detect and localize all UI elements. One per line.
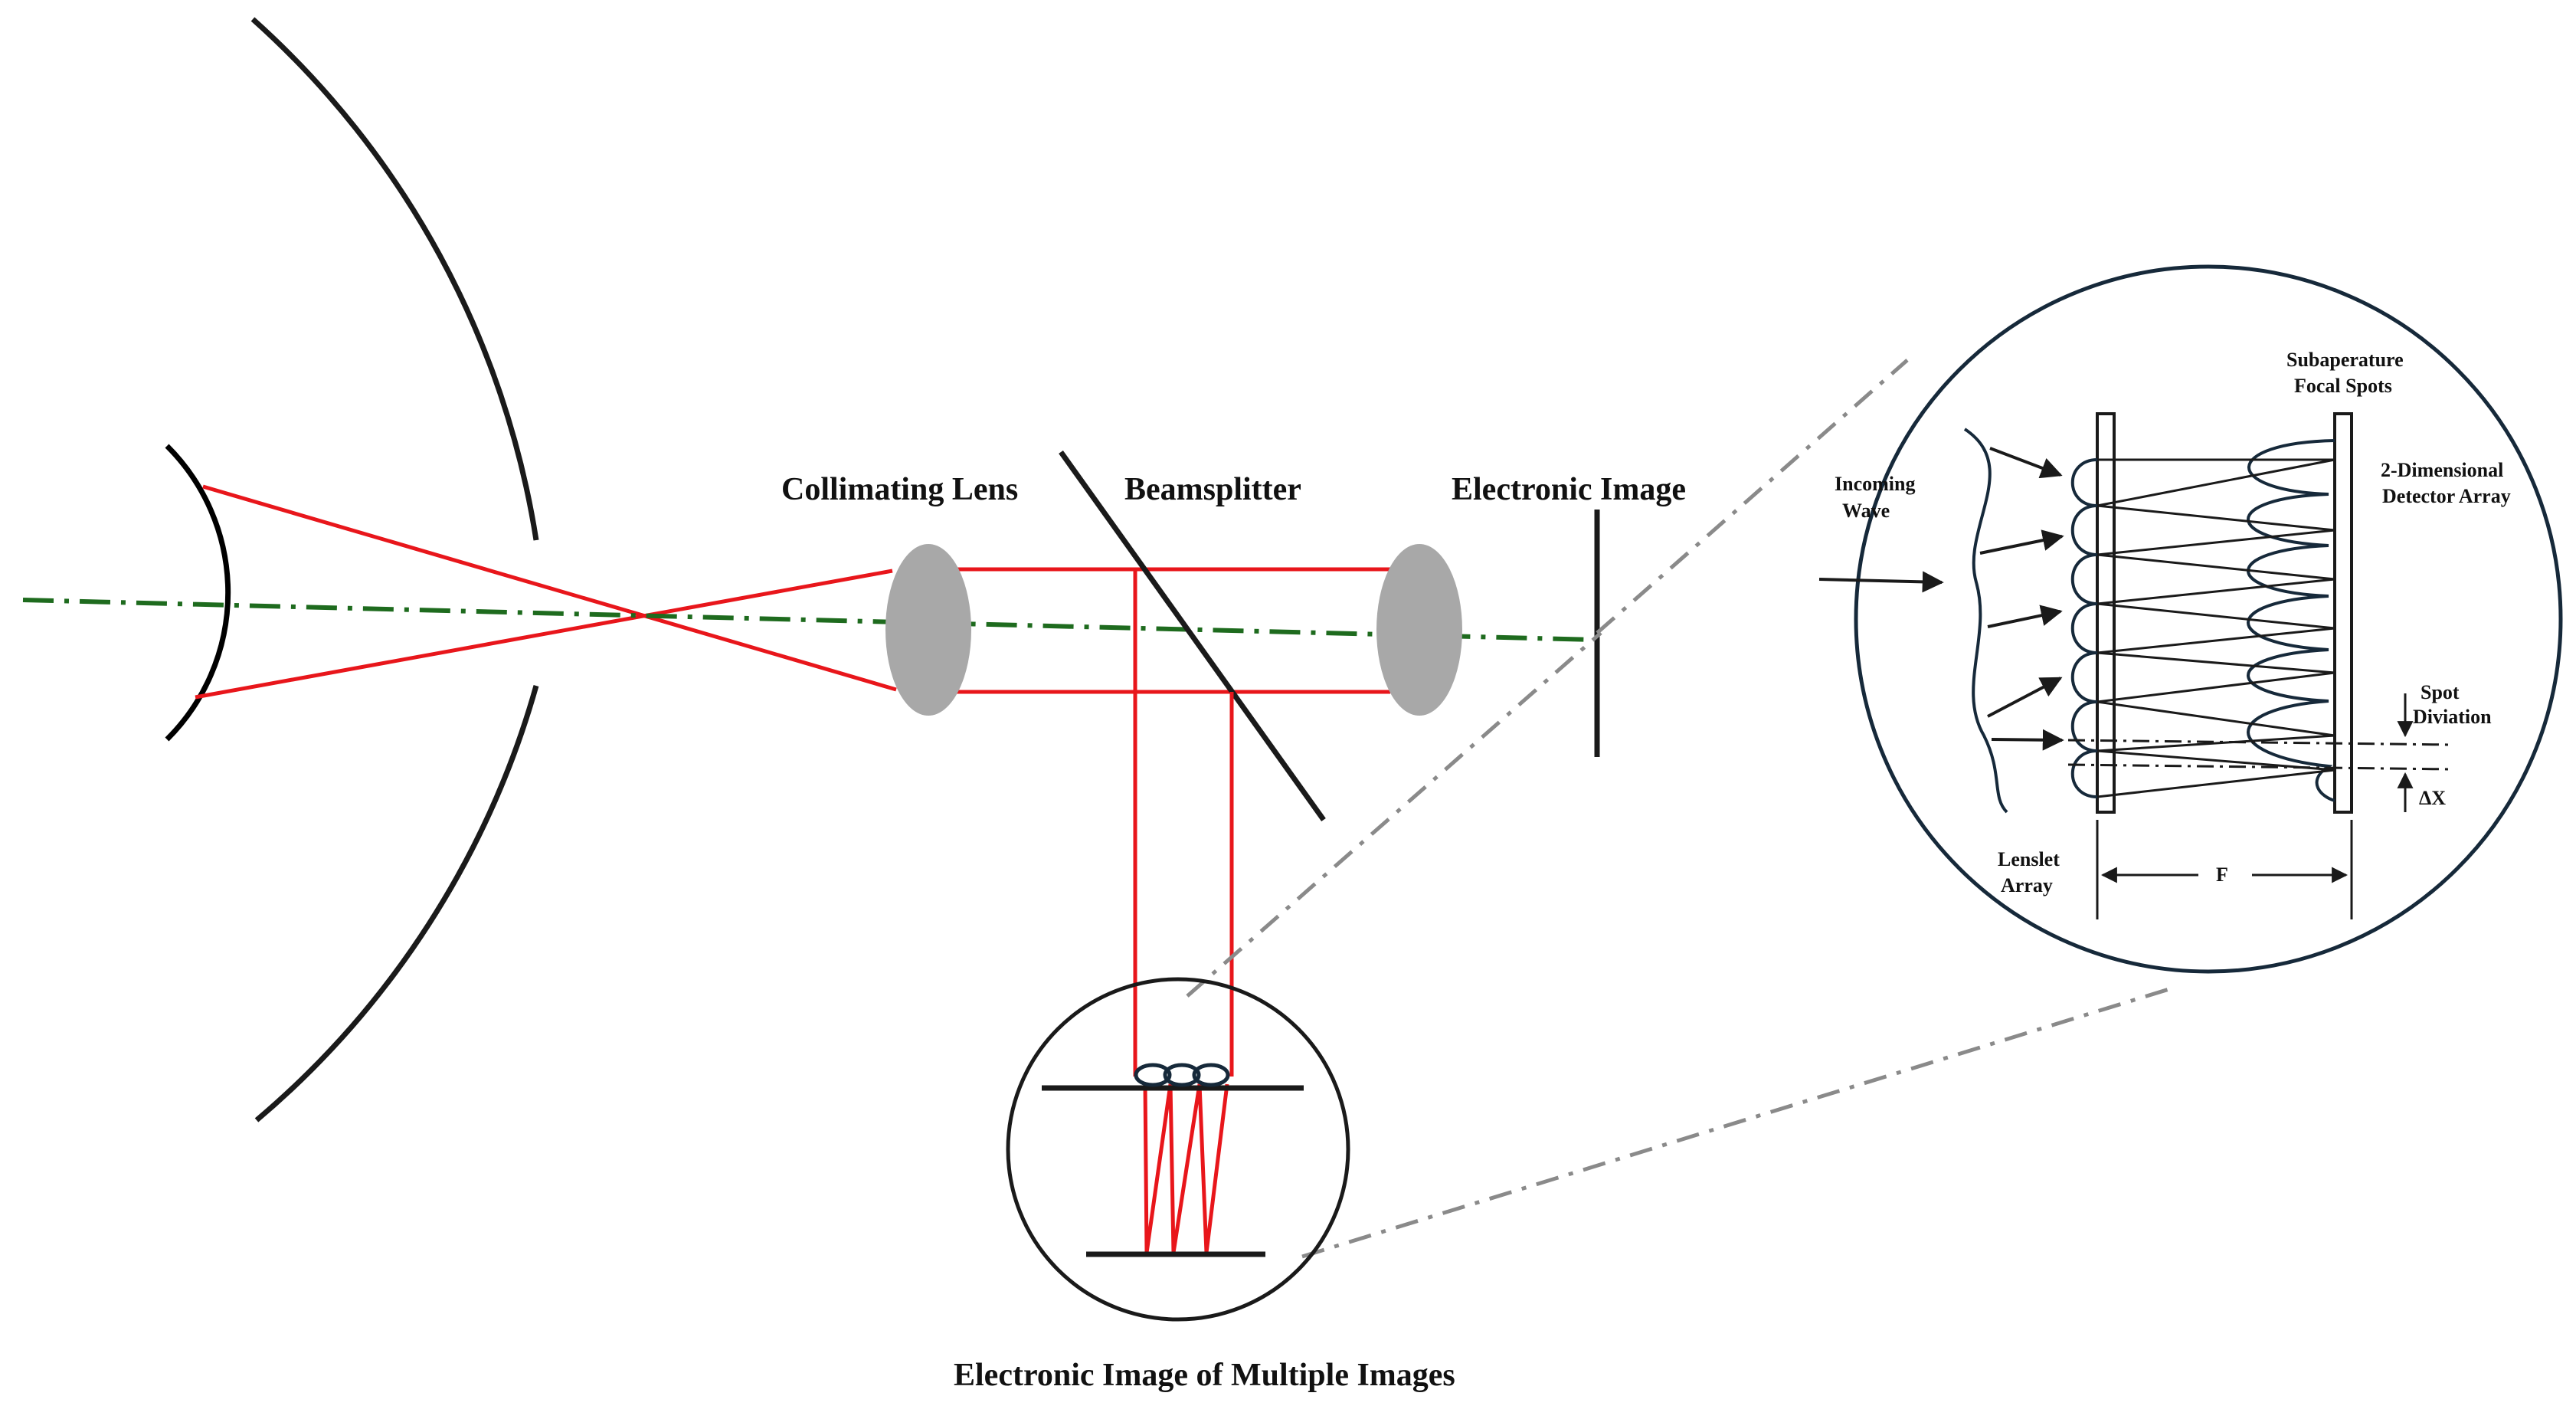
label-electronic-image: Electronic Image bbox=[1452, 472, 1686, 507]
label-lenslet-1: Lenslet bbox=[1998, 848, 2060, 870]
small-inset bbox=[1006, 977, 1350, 1322]
eye-sclera-arc bbox=[250, 17, 539, 1122]
collimating-lens bbox=[885, 544, 971, 716]
label-electronic-image-multiple: Electronic Image of Multiple Images bbox=[954, 1358, 1455, 1393]
label-lenslet-2: Array bbox=[2001, 874, 2053, 896]
large-inset-circle bbox=[1854, 264, 2563, 974]
lenslet-rays bbox=[2096, 458, 2335, 798]
second-lens bbox=[1376, 544, 1462, 716]
beamsplitter bbox=[1059, 450, 1326, 822]
label-incoming-wave-2: Wave bbox=[1842, 500, 1890, 522]
lenslet-bumps bbox=[2070, 458, 2098, 798]
label-spot-2: Diviation bbox=[2413, 706, 2492, 728]
rays-eye-to-lens bbox=[195, 484, 897, 700]
lenslet-array-plate bbox=[2096, 412, 2116, 814]
small-lenslet-3 bbox=[1192, 1063, 1230, 1087]
detector-array-plate bbox=[2333, 412, 2353, 814]
focal-length-dimension bbox=[2096, 820, 2353, 919]
zoom-leader-lines bbox=[1186, 359, 2172, 1259]
label-focal-length: F bbox=[2216, 864, 2228, 886]
label-beamsplitter: Beamsplitter bbox=[1124, 472, 1301, 507]
label-collimating-lens: Collimating Lens bbox=[781, 472, 1018, 507]
incoming-arrows bbox=[1818, 447, 2064, 751]
label-detector-2: Detector Array bbox=[2382, 485, 2511, 507]
eye-retina-arc bbox=[165, 444, 231, 742]
collimated-beam bbox=[954, 567, 1390, 694]
small-lenslet-1 bbox=[1134, 1063, 1172, 1087]
label-incoming-wave-1: Incoming bbox=[1835, 473, 1915, 495]
incoming-wavefront bbox=[1963, 428, 2008, 814]
small-lenslet-2 bbox=[1163, 1063, 1201, 1087]
large-inset bbox=[1818, 264, 2563, 974]
label-spot-1: Spot bbox=[2421, 681, 2460, 703]
label-subaperture-1: Subaperature bbox=[2286, 349, 2404, 371]
optical-axis bbox=[22, 598, 1594, 642]
small-inset-circle bbox=[1006, 977, 1350, 1322]
label-subaperture-2: Focal Spots bbox=[2294, 375, 2392, 397]
label-detector-1: 2-Dimensional bbox=[2381, 459, 2503, 481]
focal-spot-profiles bbox=[2247, 439, 2335, 802]
label-delta-x: ΔX bbox=[2419, 787, 2446, 809]
